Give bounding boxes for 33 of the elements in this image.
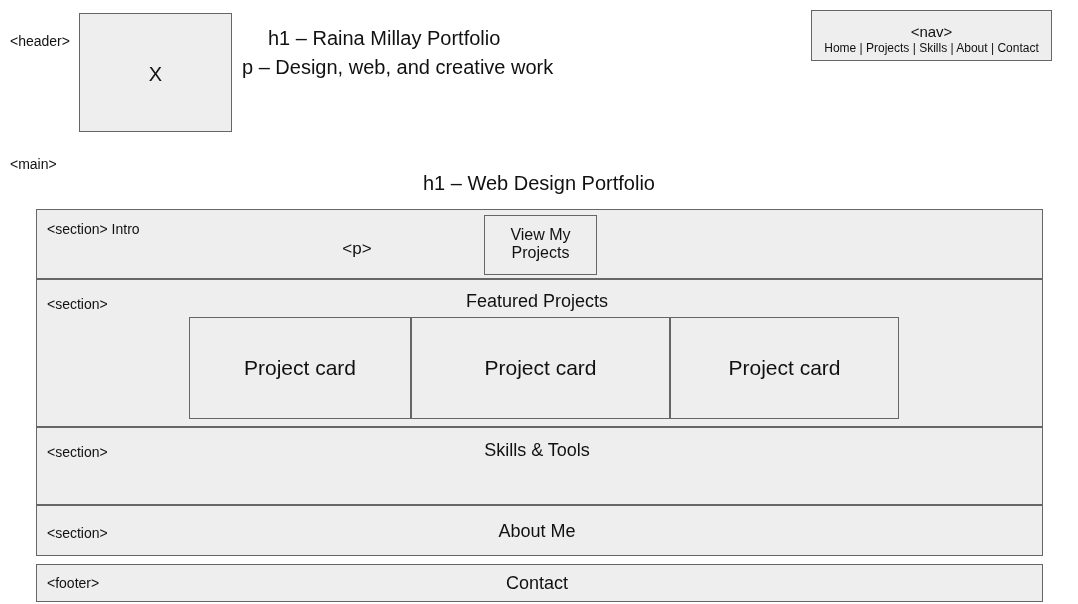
element-tag: <footer> [47,575,247,592]
project-card [189,317,411,419]
section-heading: Contact [504,573,569,594]
cta-button [484,215,597,275]
button-label: View My Projects [509,226,572,263]
page-heading: h1 – Web Design Portfolio [422,172,656,195]
section-tag: <section> [47,296,247,313]
paragraph-tag: <p> [287,239,427,259]
page-heading: h1 – Raina Millay Portfolio [268,27,501,50]
footer-box [36,564,1043,602]
card-title: Project card [483,356,598,381]
placeholder-box [79,13,232,132]
section-tag: <section> Intro [47,221,247,238]
element-tag: <header> [10,33,70,50]
section-box [36,209,1043,279]
section-tag: <section> [47,444,247,461]
section-heading: Skills & Tools [483,440,591,461]
section-box [36,279,1043,427]
project-card [411,317,670,419]
card-title: Project card [242,356,357,381]
project-card [670,317,899,419]
section-box [36,505,1043,556]
section-heading: Featured Projects [464,291,610,312]
tagline: p – Design, web, and creative work [242,56,554,79]
section-box [36,427,1043,505]
card-title: Project card [727,356,842,381]
nav-box [811,10,1052,61]
element-tag: <nav> [812,23,1051,41]
element-tag: <main> [10,156,57,173]
section-heading: About Me [497,521,577,542]
section-tag: <section> [47,525,247,542]
nav-links: Home | Projects | Skills | About | Contact [823,42,1040,56]
cross-mark: X [147,63,164,86]
